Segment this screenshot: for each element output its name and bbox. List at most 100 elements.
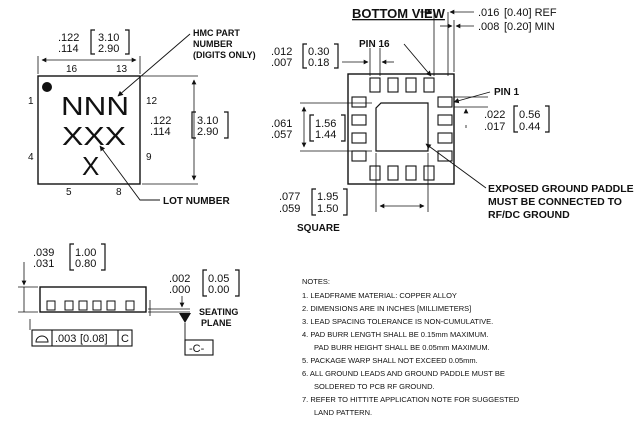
- top-height-in-min: .114: [150, 126, 171, 138]
- note-item: 6. ALL GROUND LEADS AND GROUND PADDLE MU…: [302, 369, 505, 378]
- bracket: [202, 269, 207, 297]
- pad: [423, 77, 435, 93]
- pad-height-in: .061: [271, 118, 292, 130]
- hmc-leader: [117, 33, 191, 97]
- bracket: [309, 114, 314, 142]
- pad: [423, 165, 435, 181]
- hmc-label-2: NUMBER: [193, 39, 233, 49]
- pitch-mm-min: 0.44: [519, 121, 540, 133]
- lot-leader: [99, 145, 160, 201]
- side-pad: [64, 300, 74, 311]
- package-side: [39, 286, 147, 313]
- note-item: 5. PACKAGE WARP SHALL NOT EXCEED 0.05mm.: [302, 356, 478, 365]
- height-in: .039: [33, 247, 54, 259]
- package-body-bottom: [347, 73, 455, 185]
- side-pad: [125, 300, 135, 311]
- bracket: [90, 29, 95, 55]
- top-width-mm: 3.10: [98, 32, 119, 44]
- datum-c: -C-: [189, 343, 205, 355]
- bracket: [101, 243, 106, 271]
- hmc-label-3: (DIGITS ONLY): [193, 50, 256, 60]
- note-item: LAND PATTERN.: [314, 408, 372, 417]
- note-item: 7. REFER TO HITTITE APPLICATION NOTE FOR…: [302, 395, 520, 404]
- bracket: [334, 43, 339, 69]
- pin-13-label: 13: [116, 64, 128, 75]
- bracket: [191, 111, 196, 139]
- min-mm: [0.20] MIN: [504, 21, 555, 33]
- ground-paddle: [375, 102, 429, 152]
- standoff-mm: 0.05: [208, 273, 229, 285]
- note-item: SOLDERED TO PCB RF GROUND.: [314, 382, 435, 391]
- marking-lot-digit: X: [82, 151, 99, 181]
- pad: [369, 77, 381, 93]
- paddle-note-1: EXPOSED GROUND PADDLE: [488, 183, 634, 195]
- hmc-label-1: HMC PART: [193, 28, 240, 38]
- seating-plane-marker: [179, 313, 191, 323]
- standoff-in: .002: [169, 273, 190, 285]
- pad-width-mm: 0.30: [308, 46, 329, 58]
- pin-12-label: 12: [146, 96, 158, 107]
- pad-width-mm-min: 0.18: [308, 57, 329, 69]
- seating-label-1: SEATING: [199, 307, 238, 317]
- pad: [437, 150, 453, 162]
- note-item: 3. LEAD SPACING TOLERANCE IS NON-CUMULAT…: [302, 317, 493, 326]
- bracket: [513, 105, 518, 133]
- pin16-label: PIN 16: [359, 39, 390, 50]
- bracket: [224, 111, 229, 139]
- bracket: [311, 188, 316, 216]
- pad: [405, 165, 417, 181]
- square-in: .077: [279, 191, 300, 203]
- pin-9-label: 9: [146, 152, 152, 163]
- paddle-note-3: RF/DC GROUND: [488, 209, 570, 221]
- min-in: .008: [478, 21, 499, 33]
- bracket: [69, 243, 74, 271]
- pad: [387, 165, 399, 181]
- seating-label-2: PLANE: [201, 318, 232, 328]
- pin1-label: PIN 1: [494, 87, 519, 98]
- notes: NOTES: 1. LEADFRAME MATERIAL: COPPER ALL…: [302, 277, 520, 417]
- surface-profile-icon: [35, 335, 49, 343]
- side-pad: [46, 300, 56, 311]
- pitch-in-min: .017: [484, 121, 505, 133]
- bracket: [302, 43, 307, 69]
- side-view: .039 .031 1.00 0.80 .002 .000 0.05 0.00 …: [18, 243, 240, 356]
- pad: [351, 114, 367, 126]
- paddle-leader: [425, 143, 487, 189]
- side-pad: [78, 300, 88, 311]
- pin-5-label: 5: [66, 187, 72, 198]
- square-label: SQUARE: [297, 223, 340, 234]
- square-mm-min: 1.50: [317, 203, 338, 215]
- lot-number-label: LOT NUMBER: [163, 196, 230, 207]
- bracket: [341, 114, 346, 142]
- bottom-view-title: BOTTOM VIEW: [352, 6, 446, 21]
- bracket: [343, 188, 348, 216]
- square-in-min: .059: [279, 203, 300, 215]
- notes-title: NOTES:: [302, 277, 330, 286]
- bracket: [235, 269, 240, 297]
- note-item: PAD BURR HEIGHT SHALL BE 0.05mm MAXIMUM.: [314, 343, 490, 352]
- pin-1-label: 1: [28, 96, 34, 107]
- pad: [351, 150, 367, 162]
- bottom-view: BOTTOM VIEW .012 .007 0.30 0.18: [271, 6, 634, 234]
- pin-16-label: 16: [66, 64, 78, 75]
- pad: [437, 132, 453, 144]
- pin1-dot: [42, 82, 52, 92]
- side-pad: [106, 300, 116, 311]
- square-mm: 1.95: [317, 191, 338, 203]
- pad-height-mm-min: 1.44: [315, 129, 336, 141]
- standoff-mm-min: 0.00: [208, 284, 229, 296]
- pin-8-label: 8: [116, 187, 122, 198]
- paddle-note-2: MUST BE CONNECTED TO: [488, 196, 622, 208]
- top-height-mm-min: 2.90: [197, 126, 218, 138]
- pad: [387, 77, 399, 93]
- top-width-in-min: .114: [58, 43, 79, 55]
- pad: [437, 114, 453, 126]
- side-pad: [92, 300, 102, 311]
- ref-in: .016: [478, 7, 499, 19]
- pad-width-in-min: .007: [271, 57, 292, 69]
- pad: [437, 96, 453, 108]
- top-width-in: .122: [58, 32, 79, 44]
- ref-mm: [0.40] REF: [504, 7, 557, 19]
- pitch-in: .022: [484, 109, 505, 121]
- pad-height-in-min: .057: [271, 129, 292, 141]
